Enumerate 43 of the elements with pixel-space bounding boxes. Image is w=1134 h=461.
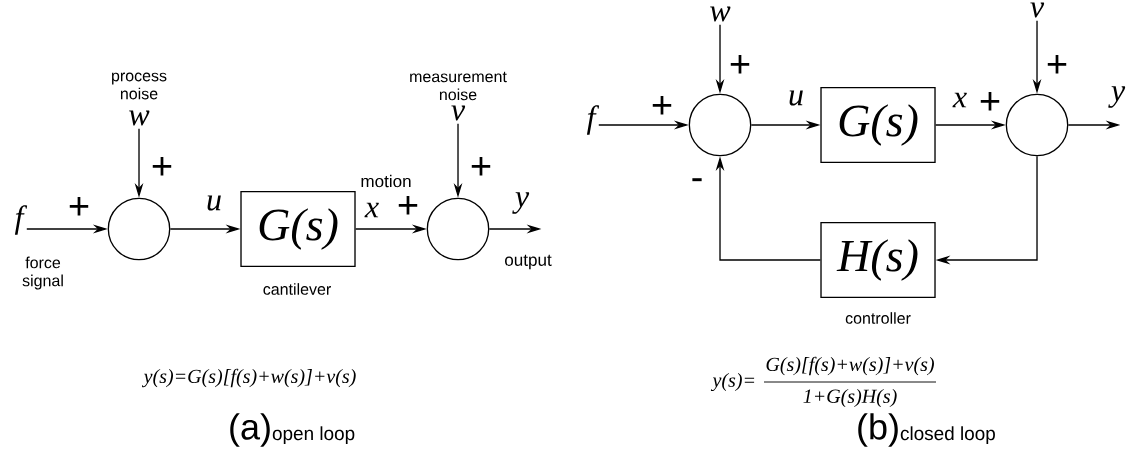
- node-caption: cantilever: [263, 283, 331, 295]
- edge-label: u: [786, 89, 806, 107]
- signal-variable: f: [586, 105, 600, 135]
- equation: y(s)=G(s)[f(s)+w(s)]+v(s): [142, 368, 356, 388]
- plus-sign: +: [471, 157, 491, 176]
- edge-label: y: [1108, 84, 1127, 110]
- plus-sign: +: [980, 92, 1000, 111]
- plus-sign: +: [152, 157, 172, 176]
- summing-junction: [107, 197, 171, 261]
- panel-letter: (a): [230, 413, 270, 447]
- signal-label: motion: [361, 174, 411, 188]
- node-caption: measurement noise: [410, 71, 507, 101]
- signal-variable: v: [451, 105, 466, 121]
- plus-sign: +: [730, 55, 750, 74]
- numerator: G(s)[f(s)+w(s)]+v(s): [766, 356, 934, 376]
- plus-sign: +: [1047, 55, 1067, 74]
- transfer-function-box: H(s): [820, 222, 936, 298]
- edge-label: u: [204, 194, 224, 212]
- panel-title: closed loop: [900, 426, 995, 444]
- summing-junction: [1005, 93, 1069, 157]
- signal-variable: v: [1030, 2, 1045, 18]
- edge-label: x: [951, 91, 969, 109]
- signal-label: output: [505, 254, 552, 270]
- transfer-function-box: G(s): [240, 191, 356, 267]
- signal-variable: w: [129, 110, 150, 126]
- node-caption: process noise: [112, 72, 167, 100]
- node-caption: force signal: [22, 256, 63, 290]
- plus-sign: +: [652, 96, 672, 115]
- plus-sign: +: [398, 196, 418, 215]
- equation-text: y(s)=: [710, 372, 755, 392]
- panel-letter: (b): [858, 413, 898, 447]
- signal-variable: f: [14, 205, 28, 235]
- denominator: 1+G(s)H(s): [803, 388, 897, 408]
- signal-variable: w: [710, 6, 731, 22]
- panel-title: open loop: [272, 426, 355, 444]
- plus-sign: +: [69, 197, 89, 216]
- summing-junction: [688, 93, 752, 157]
- edge-label: y: [512, 190, 531, 216]
- summing-junction: [426, 197, 490, 261]
- edge-label: x: [363, 201, 381, 219]
- minus-sign: -: [692, 178, 702, 182]
- node-caption: controller: [845, 312, 911, 324]
- transfer-function-box: G(s): [820, 87, 936, 163]
